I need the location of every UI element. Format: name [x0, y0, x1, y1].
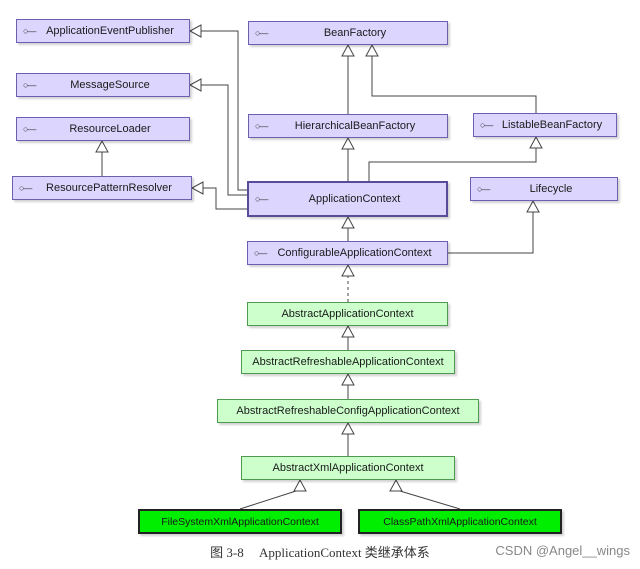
node-abstract-refreshable-config-application-context: AbstractRefreshableConfigApplicationCont… — [217, 399, 479, 423]
arrowhead-refreshable-config — [341, 421, 355, 435]
node-message-source: ○— MessageSource — [16, 73, 190, 97]
edge-appctx-to-listable — [368, 148, 537, 181]
arrowhead-event-publisher — [188, 24, 202, 38]
edge-appctx-to-event-publisher — [201, 30, 247, 191]
interface-icon: ○— — [23, 26, 36, 36]
arrowhead-resource-loader — [95, 139, 109, 153]
arrowhead-bean-factory-1 — [341, 43, 355, 57]
edge-filesystem-to-xml — [239, 490, 297, 510]
arrowhead-resource-pattern-resolver — [190, 181, 204, 195]
node-bean-factory: ○— BeanFactory — [248, 21, 448, 45]
arrowhead-bean-factory-2 — [365, 43, 379, 57]
interface-icon: ○— — [254, 248, 267, 258]
node-abstract-application-context: AbstractApplicationContext — [247, 302, 448, 326]
interface-icon: ○— — [19, 183, 32, 193]
figure-caption: 图 3-8 ApplicationContext 类继承体系 — [210, 545, 430, 560]
edge-appctx-to-resource-pattern-resolver — [203, 187, 247, 210]
arrowhead-lifecycle — [526, 199, 540, 213]
edge-appctx-to-message-source — [201, 84, 247, 196]
node-configurable-application-context: ○— ConfigurableApplicationContext — [247, 241, 448, 265]
edge-listable-to-bean-factory — [371, 56, 537, 113]
arrowhead-refreshable — [341, 372, 355, 386]
arrowhead-xml-1 — [293, 478, 307, 492]
node-abstract-refreshable-application-context: AbstractRefreshableApplicationContext — [241, 350, 455, 374]
interface-icon: ○— — [23, 80, 36, 90]
interface-icon: ○— — [255, 194, 268, 204]
arrowhead-xml-2 — [389, 478, 403, 492]
node-lifecycle: ○— Lifecycle — [470, 177, 618, 201]
node-resource-pattern-resolver: ○— ResourcePatternResolver — [12, 176, 192, 200]
arrowhead-hierarchical — [341, 136, 355, 150]
arrowhead-configurable — [341, 263, 355, 277]
node-listable-bean-factory: ○— ListableBeanFactory — [473, 113, 617, 137]
arrowhead-message-source — [188, 78, 202, 92]
node-class-path-xml-application-context: ClassPathXmlApplicationContext — [358, 509, 562, 534]
edge-classpath-to-xml — [399, 490, 461, 510]
watermark: CSDN @Angel__wings — [495, 543, 630, 558]
node-file-system-xml-application-context: FileSystemXmlApplicationContext — [138, 509, 342, 534]
interface-icon: ○— — [480, 120, 493, 130]
arrowhead-listable — [529, 135, 543, 149]
arrowhead-appctx — [341, 215, 355, 229]
node-application-event-publisher: ○— ApplicationEventPublisher — [16, 19, 190, 43]
interface-icon: ○— — [255, 28, 268, 38]
arrowhead-abstract — [341, 324, 355, 338]
node-application-context: ○— ApplicationContext — [247, 181, 448, 217]
node-abstract-xml-application-context: AbstractXmlApplicationContext — [241, 456, 455, 480]
node-resource-loader: ○— ResourceLoader — [16, 117, 190, 141]
edge-configurable-to-lifecycle — [448, 212, 534, 254]
interface-icon: ○— — [477, 184, 490, 194]
interface-icon: ○— — [255, 121, 268, 131]
interface-icon: ○— — [23, 124, 36, 134]
node-hierarchical-bean-factory: ○— HierarchicalBeanFactory — [248, 114, 448, 138]
